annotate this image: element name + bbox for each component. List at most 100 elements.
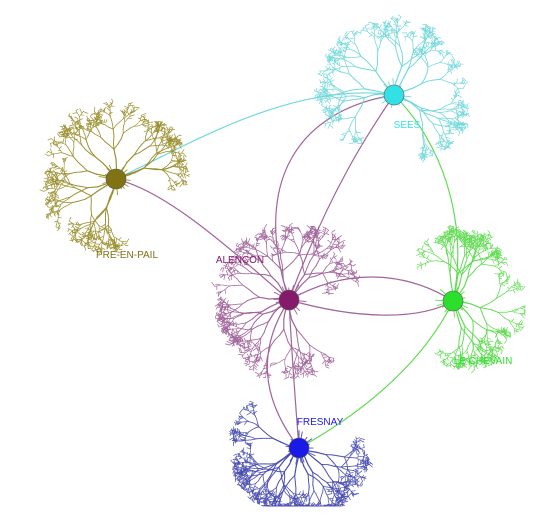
link-edge <box>234 268 236 270</box>
link-edge <box>261 333 264 338</box>
link-edge <box>64 177 65 179</box>
link-twig <box>455 125 456 128</box>
link-twig <box>289 223 292 226</box>
link-twig <box>333 49 334 52</box>
link-edge <box>382 31 384 34</box>
link-twig <box>215 316 216 319</box>
link-twig <box>348 42 351 43</box>
link-edge <box>345 118 350 119</box>
link-edge <box>60 225 61 227</box>
link-twig <box>73 113 77 114</box>
link-twig <box>172 185 174 186</box>
link-edge <box>251 323 254 328</box>
link-edge <box>283 252 286 253</box>
link-twig <box>346 31 348 33</box>
link-edge <box>138 121 140 123</box>
link-twig <box>184 156 185 161</box>
link-edge <box>259 297 269 299</box>
link-twig <box>40 190 44 192</box>
link-edge <box>395 46 397 53</box>
link-twig <box>47 175 49 177</box>
link-twig <box>125 243 128 244</box>
link-edge <box>326 83 329 84</box>
link-twig <box>450 71 452 74</box>
link-edge <box>351 134 352 136</box>
link-edge <box>306 355 308 356</box>
link-edge <box>104 112 106 113</box>
link-edge <box>170 183 171 185</box>
link-twig <box>100 110 102 111</box>
link-edge <box>326 279 328 282</box>
link-twig <box>307 226 311 229</box>
link-edge <box>435 51 438 52</box>
link-twig <box>181 142 182 145</box>
link-twig <box>326 54 327 56</box>
link-edge <box>425 144 427 146</box>
link-edge <box>56 191 57 193</box>
link-edge <box>437 125 441 126</box>
link-edge <box>241 313 245 314</box>
link-edge <box>396 36 397 41</box>
link-edge <box>64 205 68 207</box>
link-edge <box>270 239 272 241</box>
link-edge <box>166 145 169 146</box>
link-twig <box>249 344 251 346</box>
link-twig <box>175 152 176 157</box>
link-twig <box>299 362 302 364</box>
link-twig <box>455 88 458 92</box>
link-edge <box>165 172 168 175</box>
link-edge <box>171 158 172 161</box>
link-edge <box>328 84 331 85</box>
link-twig <box>427 148 428 150</box>
link-edge <box>432 116 438 119</box>
link-edge <box>116 122 120 125</box>
link-twig <box>348 131 350 132</box>
link-edge <box>345 52 346 55</box>
link-edge <box>111 117 112 121</box>
link-twig <box>128 118 132 119</box>
link-edge <box>329 79 330 80</box>
link-edge <box>424 139 425 144</box>
link-edge <box>63 143 66 144</box>
link-twig <box>55 168 60 169</box>
link-edge <box>49 168 50 170</box>
link-edge <box>284 309 286 319</box>
link-twig <box>54 212 55 215</box>
link-edge <box>243 267 246 269</box>
link-twig <box>253 348 257 351</box>
link-edge <box>253 345 256 349</box>
link-twig <box>109 245 112 246</box>
link-twig <box>85 246 86 251</box>
link-twig <box>331 80 335 82</box>
link-edge <box>341 118 342 120</box>
link-edge <box>325 267 327 270</box>
link-twig <box>431 28 436 29</box>
link-twig <box>236 322 237 327</box>
link-edge <box>55 199 57 200</box>
link-twig <box>330 78 332 81</box>
link-edge <box>108 213 109 219</box>
link-twig <box>271 246 272 248</box>
link-twig <box>354 142 356 143</box>
link-edge <box>273 364 275 365</box>
link-edge <box>336 62 338 64</box>
link-twig <box>162 133 164 134</box>
link-edge <box>394 28 395 30</box>
link-edge <box>126 114 129 116</box>
link-twig <box>167 133 168 137</box>
link-edge <box>60 142 63 143</box>
link-twig <box>76 124 78 125</box>
link-edge <box>249 248 252 249</box>
link-twig <box>179 154 180 156</box>
link-twig <box>343 37 348 38</box>
link-edge <box>252 315 257 319</box>
link-edge <box>303 238 305 241</box>
link-edge <box>239 328 243 329</box>
link-twig <box>79 233 82 236</box>
link-twig <box>357 132 362 133</box>
link-edge <box>376 65 378 72</box>
link-edge <box>120 119 124 122</box>
link-edge <box>100 242 102 244</box>
link-edge <box>317 350 321 352</box>
